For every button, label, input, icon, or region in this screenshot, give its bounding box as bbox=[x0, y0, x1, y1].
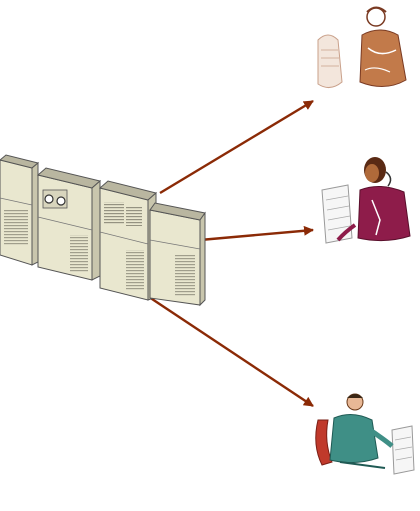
arrow-to-bottom-user bbox=[142, 292, 314, 407]
arrow-to-middle-user bbox=[199, 225, 314, 242]
connection-arrows bbox=[142, 99, 314, 407]
user-middle-icon bbox=[321, 157, 411, 244]
user-top-icon bbox=[317, 6, 407, 88]
user-bottom-icon bbox=[315, 393, 415, 475]
mainframe-computer-icon bbox=[0, 154, 206, 307]
arrow-to-top-user bbox=[159, 99, 314, 195]
